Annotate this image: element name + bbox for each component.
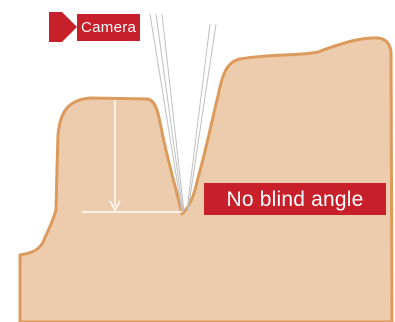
- camera-label: Camera: [77, 14, 140, 41]
- no-blind-angle-label: No blind angle: [204, 183, 386, 215]
- tooth-shape: [20, 38, 392, 322]
- camera-pointer-icon: [49, 12, 77, 42]
